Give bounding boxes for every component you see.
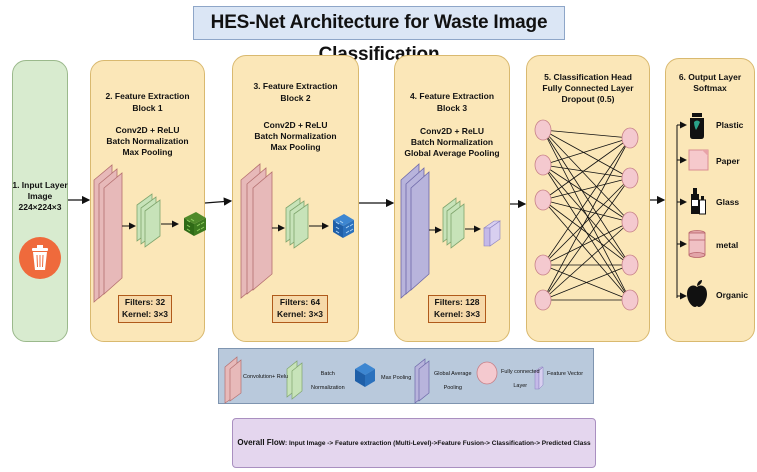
legend-conv-label: Convolution+ Relu: [243, 374, 289, 380]
legend-pool-label: Max Pooling: [381, 375, 412, 381]
fc-neuron: [621, 167, 639, 189]
metal-can-icon: [688, 230, 706, 258]
fc-neuron: [621, 254, 639, 276]
fc-connection: [542, 129, 631, 266]
fc-connection: [542, 137, 631, 201]
trash-bin-icon: [19, 237, 61, 279]
output-arrows: [676, 121, 687, 300]
fc-connection: [542, 199, 631, 223]
overall-flow-box: Overall Flow: Input Image -> Feature ext…: [232, 418, 596, 468]
fc-neuron: [621, 127, 639, 149]
fc-connection: [542, 221, 631, 266]
fc-neuron: [534, 189, 552, 211]
block1-pool-cube: [184, 212, 206, 236]
block2-conv-maps: [240, 163, 273, 299]
plastic-bottle-icon: [690, 113, 704, 139]
fc-connection: [542, 164, 631, 266]
output-class-organic: Organic: [716, 290, 749, 300]
fc-network: [534, 119, 639, 311]
overall-flow-label: Overall Flow: [237, 438, 285, 447]
fc-connection: [542, 199, 631, 266]
fc-neuron: [621, 289, 639, 311]
fc-connection: [542, 129, 631, 139]
output-class-glass: Glass: [716, 197, 740, 207]
output-class-paper: Paper: [716, 156, 740, 166]
fc-connection: [542, 164, 631, 223]
input-layer-panel: [12, 60, 68, 342]
fc-neuron: [534, 289, 552, 311]
block3-conv-maps: [400, 163, 430, 299]
overall-flow-text: : Input Image -> Feature extraction (Mul…: [285, 440, 591, 447]
diagram-title: HES-Net Architecture for Waste Image Cla…: [193, 6, 565, 65]
block3-feature-vector: [483, 220, 501, 247]
fc-connection: [542, 137, 631, 266]
block2-bn-maps: [285, 197, 309, 249]
fc-connection: [542, 129, 631, 179]
fc-connection: [542, 177, 631, 301]
fc-connection: [542, 177, 631, 266]
fc-connection: [542, 199, 631, 301]
fc-neuron: [534, 154, 552, 176]
fc-connection: [542, 137, 631, 301]
fc-connection: [542, 137, 631, 166]
output-class-plastic: Plastic: [716, 120, 744, 130]
paper-icon: [688, 149, 709, 171]
fc-connection: [542, 177, 631, 201]
block1-bn-maps: [136, 193, 161, 248]
block2-pool-cube: [333, 214, 354, 238]
fc-connection: [542, 264, 631, 301]
block1-conv-maps: [93, 164, 123, 303]
fc-connection: [542, 221, 631, 301]
block3-bn-maps: [442, 197, 465, 249]
legend-fv-label: Feature Vector: [547, 371, 584, 377]
fc-neuron: [534, 254, 552, 276]
output-class-metal: metal: [716, 240, 739, 250]
fc-neuron: [621, 211, 639, 233]
fc-neuron: [534, 119, 552, 141]
fc-connection: [542, 164, 631, 179]
fc-connection: [542, 129, 631, 223]
apple-icon: [687, 280, 707, 307]
arrow-block1-block2: [204, 197, 233, 206]
glass-bottles-icon: [691, 188, 706, 215]
legend-swatches: [224, 356, 544, 404]
